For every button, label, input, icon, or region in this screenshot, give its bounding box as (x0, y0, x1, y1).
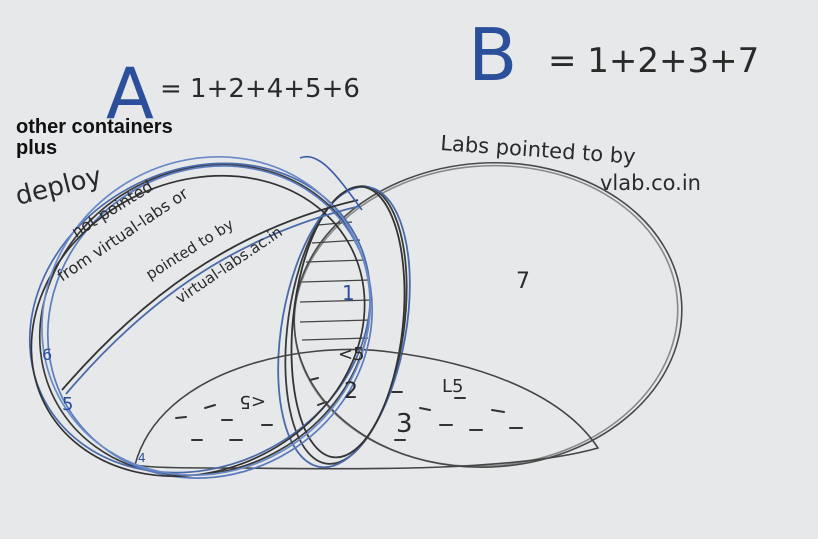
region-1: 1 (342, 281, 355, 305)
region-5: 5 (62, 394, 73, 415)
connector-stroke (299, 155, 363, 211)
lt5-top: <5 (338, 344, 365, 365)
lower-lens-dashes (175, 377, 523, 441)
region-3: 3 (396, 409, 413, 439)
set-a-letter: A (106, 53, 154, 135)
overlay-line-2: plus (16, 137, 57, 159)
a-split-line (61, 199, 361, 395)
overlay-line-1: other containers (16, 116, 173, 138)
region-4: 4 (138, 451, 146, 465)
region-6: 6 (42, 345, 52, 364)
set-a-equation: = 1+2+4+5+6 (160, 74, 360, 104)
inner-ellipse (277, 185, 411, 469)
set-b-equation: = 1+2+3+7 (548, 41, 759, 81)
set-b-letter: B (468, 13, 517, 97)
set-b-circle (293, 161, 683, 469)
labs-pointed-label-2: vlab.co.in (600, 171, 701, 195)
lt5-left: <5 (239, 391, 266, 412)
region-7: 7 (516, 269, 530, 294)
lt5-right: L5 (442, 376, 463, 397)
region-2: 2 (344, 379, 358, 404)
set-a-circle (28, 155, 374, 479)
